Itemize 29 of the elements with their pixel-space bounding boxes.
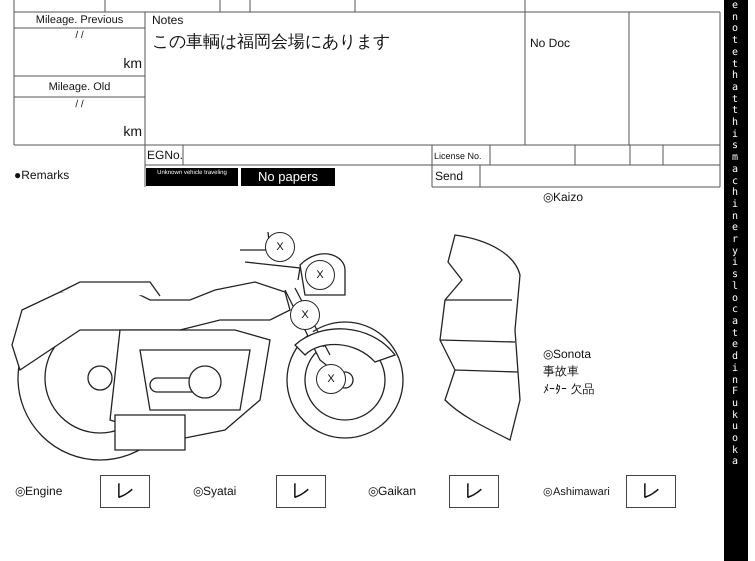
field-label: EGNo. (147, 148, 183, 163)
remark-tag: No papers (241, 168, 335, 186)
field-label: Mileage. Previous (34, 13, 124, 28)
section-label: ◎Engine (15, 484, 64, 500)
damage-mark: X (290, 300, 320, 330)
notes-text: この車輌は福岡会場にあります (152, 32, 391, 52)
remark-text: ﾒｰﾀｰ 欠品 (543, 382, 596, 398)
location-notice-bar: e note that this machinery is located in Fukuoka (724, 0, 748, 561)
date-field: / / (15, 29, 144, 55)
grade-mark: レ (449, 475, 499, 508)
damage-mark: X (265, 232, 295, 262)
section-label: ◎Gaikan (368, 484, 418, 500)
section-label: ◎Kaizo (543, 190, 584, 206)
section-label: ◎Syatai (193, 484, 238, 500)
remark-text: 事故車 (543, 364, 580, 380)
section-heading: ●Remarks (14, 168, 70, 184)
unit-label: km (122, 56, 142, 70)
field-label: License No. (434, 150, 483, 162)
grade-mark: レ (626, 475, 676, 508)
date-field: / / (15, 98, 144, 124)
field-label: Mileage. Old (48, 80, 112, 95)
section-label: ◎Sonota (543, 347, 592, 363)
grade-mark: レ (276, 475, 326, 508)
field-label: Notes (152, 13, 184, 27)
field-label: Send (435, 169, 464, 185)
grade-mark: レ (100, 475, 150, 508)
unit-label: km (122, 124, 142, 138)
section-label: ◎Ashimawari (543, 485, 611, 499)
value-text: No Doc (530, 36, 572, 52)
